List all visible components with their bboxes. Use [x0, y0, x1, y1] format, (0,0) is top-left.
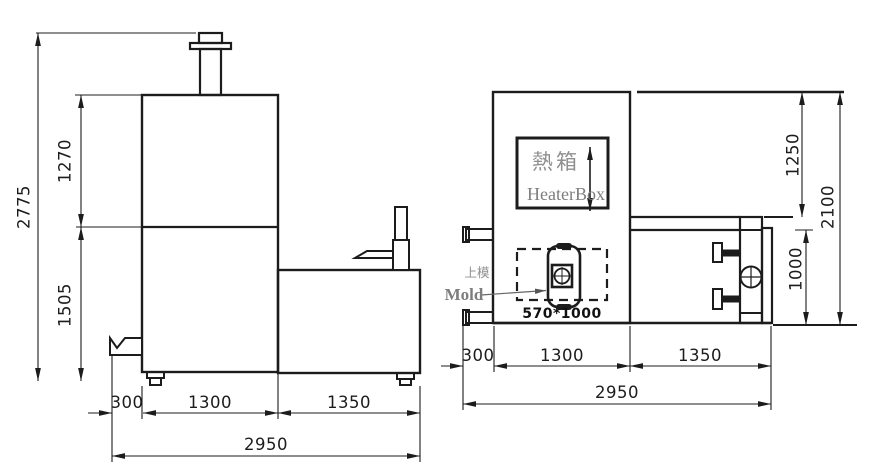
dim-label-r1350: 1350 [678, 346, 722, 365]
dim-label-r2950: 2950 [595, 383, 639, 402]
dim-label-1300: 1300 [188, 393, 232, 412]
back-plate [760, 226, 774, 325]
mold-leader-line [480, 288, 547, 296]
dim-label-1505: 1505 [56, 283, 75, 327]
right-section-view [462, 90, 844, 326]
lever-block [392, 239, 410, 271]
mold-bottom-boss [556, 304, 572, 310]
t-clamp-upper [712, 242, 741, 263]
left-elevation-view [109, 31, 422, 386]
machine-foot-left [146, 371, 165, 386]
right-view-labels: 熱箱 HeaterBox 上模 Mold 570*1000 [445, 150, 605, 322]
machine-foot-right [396, 372, 415, 386]
lower-flange-cap [462, 309, 470, 326]
handwheel [739, 265, 763, 289]
upper-flange-cap [462, 226, 470, 243]
dim-label-r1300: 1300 [540, 346, 584, 365]
dim-label-2775: 2775 [15, 185, 34, 229]
mold-size-label: 570*1000 [522, 306, 602, 322]
lower-flange [465, 311, 494, 324]
heater-box [515, 136, 610, 210]
dim-label-1350: 1350 [327, 393, 371, 412]
hook-bracket [109, 334, 143, 356]
heater-box-label-en: HeaterBox [527, 184, 605, 204]
upper-cabinet [140, 93, 280, 374]
mold-center-mark [553, 267, 571, 285]
lever-handle [351, 250, 394, 259]
dim-label-2950: 2950 [244, 435, 288, 454]
dim-label-1250: 1250 [784, 133, 803, 177]
mold-label-en: Mold [445, 285, 484, 304]
t-clamp-lower [712, 288, 741, 310]
dim-label-r300: 300 [462, 346, 495, 365]
side-table-box [276, 268, 422, 375]
dim-label-2100: 2100 [819, 185, 838, 229]
left-view-dimensions [35, 32, 421, 462]
mold-cavity-square [550, 263, 574, 289]
mold-top-boss [556, 243, 572, 249]
chimney-pipe [198, 47, 223, 97]
upper-flange [465, 228, 494, 241]
mold-label-cn: 上模 [464, 265, 490, 280]
dim-label-1270: 1270 [56, 139, 75, 183]
heater-box-label-cn: 熱箱 [532, 150, 580, 174]
right-view-dimension-labels: 1250 1000 2100 300 1300 1350 2950 [462, 133, 838, 402]
dim-label-1000: 1000 [787, 247, 806, 291]
lever-rod [394, 206, 408, 241]
dim-label-300: 300 [111, 393, 144, 412]
chimney-cap [197, 31, 224, 45]
left-view-dimension-labels: 2775 1270 1505 300 1300 1350 2950 [15, 139, 371, 454]
right-view-dimensions [441, 92, 857, 410]
